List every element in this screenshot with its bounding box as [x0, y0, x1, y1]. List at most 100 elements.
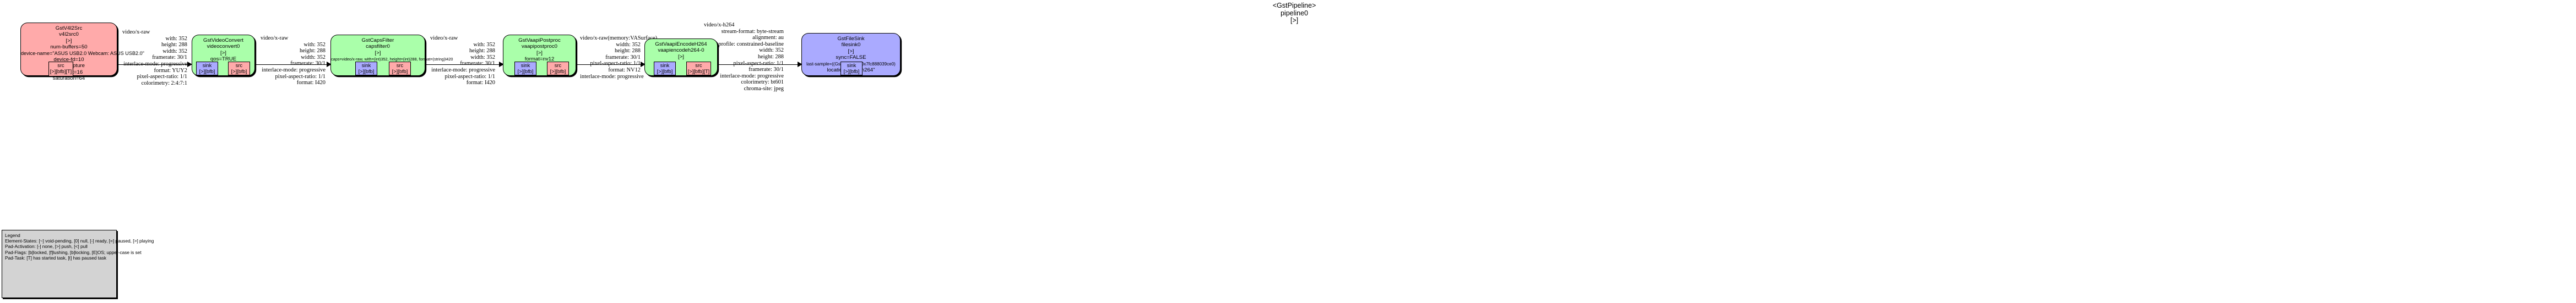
caps-row: chroma-site: jpeg: [744, 85, 784, 92]
caps-src-to-convert: video/x-raw with: 352 height: 288 width:…: [122, 29, 187, 86]
caps-row: height: 288: [757, 53, 784, 60]
pad-v4l2src-src-label: src: [57, 63, 64, 68]
caps-row: interlace-mode: progressive: [262, 67, 326, 73]
element-filesink-name: filesink0: [841, 42, 861, 48]
pad-vaapipostproc-src[interactable]: src [>][bfb]: [547, 62, 569, 75]
pad-videoconvert-sink[interactable]: sink [>][bfb]: [196, 62, 218, 75]
element-v4l2src-klass: GstV4l2Src: [55, 25, 83, 31]
element-videoconvert-klass: GstVideoConvert: [203, 37, 243, 43]
pad-capsfilter-sink[interactable]: sink [>][bfb]: [355, 62, 377, 75]
element-vaapiencodeh264-klass: GstVaapiEncodeH264: [655, 41, 707, 47]
pad-capsfilter-src-flags: [>][bfb]: [392, 68, 408, 74]
link-vaapiencodeh264-to-filesink: [694, 64, 799, 65]
caps-src-to-convert-title: video/x-raw: [122, 29, 150, 35]
pad-filesink-sink[interactable]: sink [>][bfb]: [840, 62, 863, 75]
link-videoconvert-to-capsfilter: [255, 64, 328, 65]
caps-convert-to-capsfilter-title: video/x-raw: [261, 35, 289, 41]
caps-row: pixel-aspect-ratio: 1/1: [137, 74, 187, 80]
element-capsfilter[interactable]: GstCapsFilter capsfilter0 [>] caps=video…: [330, 35, 453, 76]
pad-vaapipostproc-sink-flags: [>][bfb]: [517, 68, 534, 74]
caps-row: interlace-mode: progressive: [123, 60, 187, 67]
caps-row: framerate: 30/1: [460, 60, 495, 67]
caps-row: alignment: au: [752, 35, 784, 41]
element-videoconvert-name: videoconvert0: [207, 43, 240, 50]
caps-postproc-to-encode-title: video/x-raw(memory:VASurface): [580, 35, 658, 41]
element-vaapipostproc-name: vaapipostproc0: [521, 43, 558, 50]
pad-vaapiencodeh264-sink[interactable]: sink [>][bfb]: [654, 62, 676, 75]
element-vaapiencodeh264-name: vaapiencodeh264-0: [658, 47, 704, 54]
element-vaapipostproc-header: GstVaapiPostproc vaapipostproc0 [>] form…: [503, 37, 576, 63]
element-v4l2src-prop-device-name: device-name="ASUS USB2.0 Webcam: ASUS US…: [21, 50, 144, 56]
arrow-videoconvert-to-capsfilter: [327, 62, 332, 67]
caps-row: pixel-aspect-ratio: 1/1: [590, 60, 641, 67]
caps-row: with: 352: [303, 41, 326, 48]
caps-row: pixel-aspect-ratio: 1/1: [275, 73, 326, 80]
element-capsfilter-state: [>]: [375, 49, 381, 56]
caps-row: height: 288: [299, 48, 326, 54]
pipeline-name: pipeline0: [1280, 9, 1309, 17]
element-filesink-prop-sync: sync=FALSE: [836, 54, 866, 61]
element-capsfilter-klass: GstCapsFilter: [361, 37, 394, 43]
element-capsfilter-name: capsfilter0: [366, 43, 390, 50]
caps-row: framerate: 30/1: [605, 54, 641, 60]
caps-row: framerate: 30/1: [749, 67, 784, 73]
caps-capsfilter-to-postproc-title: video/x-raw: [430, 35, 458, 41]
element-vaapipostproc-state: [>]: [536, 49, 543, 56]
legend-pad-activation: Pad-Activation: [-] none, [>] push, [<] …: [5, 244, 88, 250]
pad-videoconvert-sink-flags: [>][bfb]: [199, 68, 215, 74]
caps-row: format: I420: [296, 80, 326, 86]
caps-postproc-to-encode: video/x-raw(memory:VASurface) width: 352…: [580, 35, 658, 80]
caps-row: framerate: 30/1: [152, 54, 187, 61]
caps-row: colorimetry: bt601: [741, 79, 784, 86]
caps-row: stream-format: byte-stream: [721, 28, 784, 35]
caps-row: width: 352: [759, 47, 784, 54]
pad-vaapiencodeh264-src-flags: [>][bfb][T]: [687, 68, 710, 74]
element-v4l2src-prop-device-fd: device-fd=10: [53, 57, 84, 63]
pad-videoconvert-src-label: src: [235, 63, 243, 68]
pipeline-title: <GstPipeline> pipeline0 [>]: [1201, 2, 1388, 25]
element-filesink[interactable]: GstFileSink filesink0 [>] sync=FALSE las…: [801, 33, 901, 76]
element-filesink-klass: GstFileSink: [837, 36, 865, 42]
link-v4l2src-to-videoconvert: [117, 64, 188, 65]
element-vaapipostproc-klass: GstVaapiPostproc: [518, 37, 561, 43]
caps-row: format: I420: [466, 80, 495, 86]
element-v4l2src-name: v4l2src0: [59, 31, 79, 38]
caps-row: height: 288: [614, 48, 641, 54]
element-v4l2src-prop-saturation: saturation=64: [52, 75, 85, 82]
element-capsfilter-prop-caps: caps=video/x-raw, with=(int)352, height=…: [331, 57, 453, 62]
element-vaapipostproc[interactable]: GstVaapiPostproc vaapipostproc0 [>] form…: [503, 35, 576, 76]
legend: Legend Element-States: [~] void-pending,…: [2, 230, 154, 298]
element-videoconvert[interactable]: GstVideoConvert videoconvert0 [>] qos=TR…: [192, 35, 255, 76]
caps-encode-to-filesink: video/x-h264 stream-format: byte-stream …: [704, 22, 784, 92]
caps-row: colorimetry: 2:4:7:1: [141, 80, 187, 86]
pipeline-type-label: <GstPipeline>: [1272, 2, 1316, 9]
pad-vaapipostproc-src-label: src: [554, 63, 562, 68]
pad-vaapipostproc-sink[interactable]: sink [>][bfb]: [514, 62, 536, 75]
pad-capsfilter-src[interactable]: src [>][bfb]: [389, 62, 411, 75]
caps-row: interlace-mode: progressive: [580, 73, 644, 80]
pad-vaapiencodeh264-src-label: src: [695, 63, 702, 68]
caps-row: with: 352: [473, 41, 495, 48]
pipeline-state: [>]: [1290, 16, 1299, 24]
pad-vaapiencodeh264-src[interactable]: src [>][bfb][T]: [686, 62, 711, 75]
element-vaapiencodeh264[interactable]: GstVaapiEncodeH264 vaapiencodeh264-0 [>]…: [644, 38, 718, 76]
caps-row: height: 288: [469, 48, 495, 54]
caps-row: with: 352: [165, 35, 187, 42]
pad-capsfilter-sink-flags: [>][bfb]: [358, 68, 375, 74]
legend-pad-task: Pad-Task: [T] has started task, [t] has …: [5, 255, 107, 261]
caps-row: pixel-aspect-ratio: 1/1: [444, 73, 495, 80]
pad-videoconvert-src[interactable]: src [>][bfb]: [228, 62, 250, 75]
pad-capsfilter-sink-label: sink: [361, 63, 371, 68]
pad-filesink-sink-label: sink: [847, 63, 856, 68]
legend-title: Legend: [5, 233, 20, 238]
pad-v4l2src-src[interactable]: src [>][bfb][T]: [48, 62, 73, 76]
pad-filesink-sink-flags: [>][bfb]: [843, 68, 860, 74]
link-vaapipostproc-to-vaapiencodeh264: [576, 64, 642, 65]
link-capsfilter-to-vaapipostproc: [425, 64, 500, 65]
element-capsfilter-header: GstCapsFilter capsfilter0 [>] caps=video…: [331, 37, 453, 63]
element-v4l2src[interactable]: GstV4l2Src v4l2src0 [>] num-buffers=50 d…: [20, 23, 144, 81]
caps-encode-to-filesink-title: video/x-h264: [704, 22, 735, 28]
legend-pad-flags: Pad-Flags: [b]locked, [f]lushing, [b]loc…: [5, 249, 142, 255]
arrow-vaapipostproc-to-vaapiencodeh264: [641, 62, 646, 67]
pad-vaapipostproc-sink-label: sink: [520, 63, 530, 68]
